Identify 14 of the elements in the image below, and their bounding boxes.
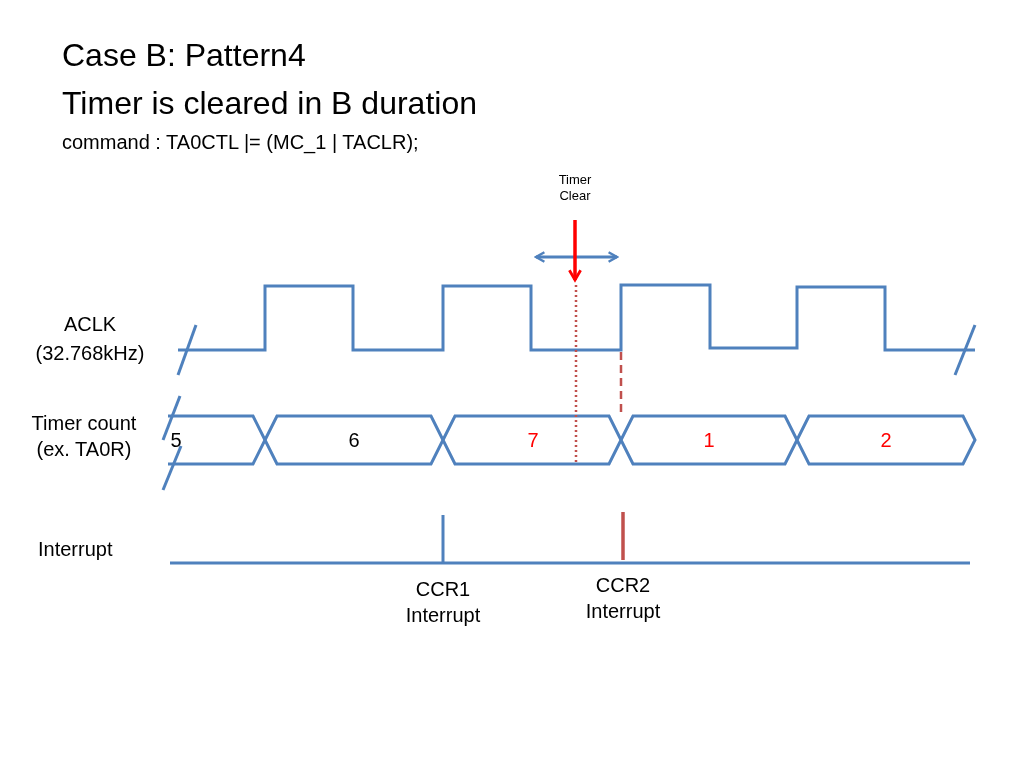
- annotation-label: Timer Clear: [557, 172, 593, 204]
- count-value: 6: [347, 428, 361, 452]
- command-text: command : TA0CTL |= (MC_1 | TACLR);: [62, 130, 419, 154]
- count-value: 7: [526, 428, 540, 452]
- count-value: 2: [879, 428, 893, 452]
- signal-name: Timer count (ex. TA0R): [30, 411, 138, 462]
- interrupt-label: CCR2 Interrupt: [584, 573, 662, 624]
- signal-name: ACLK (32.768kHz): [34, 312, 146, 366]
- interrupt-label: CCR1 Interrupt: [404, 577, 482, 628]
- count-value: 5: [169, 428, 183, 452]
- title: Case B: Pattern4: [62, 36, 306, 75]
- signal-name: Interrupt: [38, 537, 113, 561]
- count-value: 1: [702, 428, 716, 452]
- subtitle: Timer is cleared in B duration: [62, 84, 477, 123]
